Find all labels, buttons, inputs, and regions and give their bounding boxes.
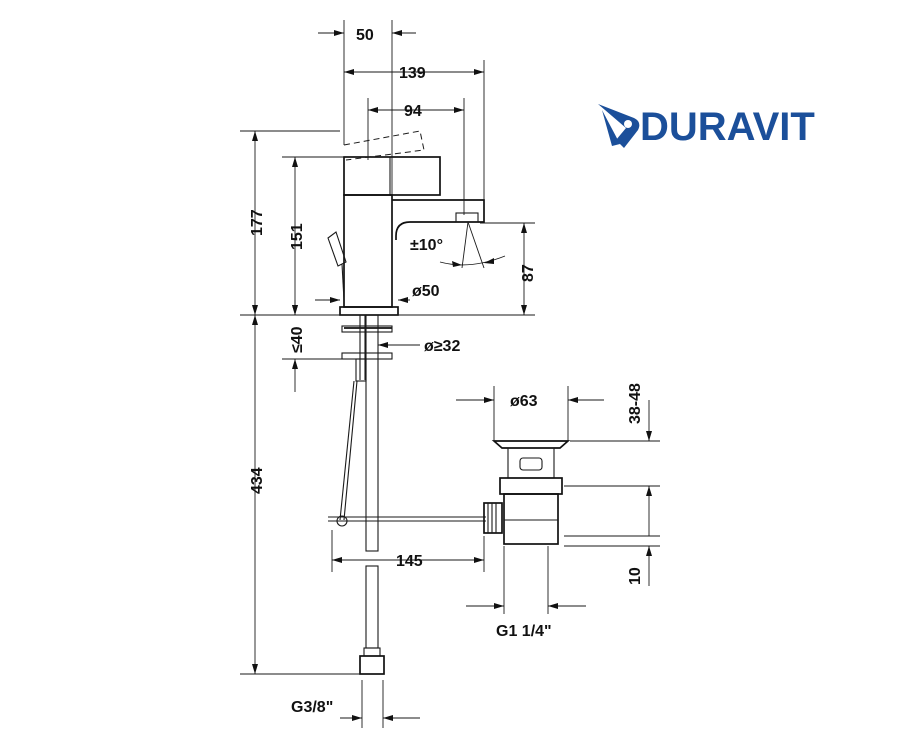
dim-swivel-angle: ±10° bbox=[410, 221, 506, 269]
dim-label-94: 94 bbox=[404, 103, 422, 120]
washer-bottom bbox=[341, 352, 393, 360]
dim-drain-diameter: ø63 bbox=[456, 386, 604, 441]
dim-hose-thread: G3/8" bbox=[291, 680, 420, 728]
dim-total-reach: 139 bbox=[344, 60, 485, 200]
dim-rod-length: 145 bbox=[331, 530, 485, 572]
dim-top-width: 50 bbox=[318, 20, 416, 196]
drain-body-top bbox=[507, 447, 555, 479]
dim-label-139: 139 bbox=[399, 65, 426, 82]
dim-label-hose-thread: G3/8" bbox=[291, 699, 333, 716]
logo-wordmark: DURAVIT bbox=[640, 105, 815, 149]
spout bbox=[392, 199, 485, 240]
dim-label-swivel: ±10° bbox=[410, 237, 443, 254]
dim-max-thickness: ≤40 bbox=[282, 300, 342, 392]
dim-label-434: 434 bbox=[249, 467, 266, 494]
dim-label-87: 87 bbox=[520, 264, 537, 282]
duravit-logo: DURAVIT bbox=[598, 104, 815, 149]
dim-label-hole: ø≥32 bbox=[424, 338, 460, 355]
dim-drain-range: 38-48 bbox=[564, 383, 660, 536]
dim-drain-offset: 10 bbox=[564, 535, 660, 586]
dim-label-38-48: 38-48 bbox=[627, 383, 644, 424]
drain-tail bbox=[503, 493, 559, 545]
dim-label-base-diameter: ø50 bbox=[412, 283, 440, 300]
dim-label-10: 10 bbox=[627, 567, 644, 585]
dim-hole-diameter: ø≥32 bbox=[378, 338, 460, 355]
aerator bbox=[455, 212, 479, 223]
mounting-assembly bbox=[328, 314, 486, 675]
faucet-body bbox=[327, 130, 485, 316]
dim-spout-height: 87 bbox=[398, 222, 537, 316]
dim-label-151: 151 bbox=[289, 223, 306, 250]
dim-label-145: 145 bbox=[396, 553, 423, 570]
dim-hose-length: 434 bbox=[240, 315, 360, 675]
dim-height-total: 177 bbox=[240, 130, 340, 315]
faucet-column bbox=[343, 194, 393, 308]
pop-up-knob bbox=[327, 231, 347, 267]
dim-label-drain-thread: G1 1/4" bbox=[496, 623, 552, 640]
dim-label-63: ø63 bbox=[510, 393, 538, 410]
dim-label-50: 50 bbox=[356, 27, 374, 44]
pop-up-rod bbox=[339, 380, 355, 521]
dim-drain-thread: G1 1/4" bbox=[466, 546, 586, 640]
hose-nut bbox=[359, 655, 385, 675]
dim-label-40: ≤40 bbox=[289, 326, 306, 353]
washer-top bbox=[341, 325, 393, 333]
dim-height-body: 151 bbox=[282, 156, 344, 315]
braided-hose-lower bbox=[365, 565, 379, 649]
rocket-logo-icon bbox=[598, 104, 640, 148]
drain-cap bbox=[491, 440, 571, 449]
drain-flange bbox=[499, 477, 563, 495]
drain-assembly bbox=[483, 440, 571, 545]
linkage-nut bbox=[483, 502, 503, 534]
base-plate bbox=[339, 306, 399, 316]
lever-open-position bbox=[343, 130, 425, 161]
dim-spout-reach: 94 bbox=[367, 98, 465, 215]
braided-hose-upper bbox=[365, 314, 379, 552]
dim-label-177: 177 bbox=[249, 209, 266, 236]
